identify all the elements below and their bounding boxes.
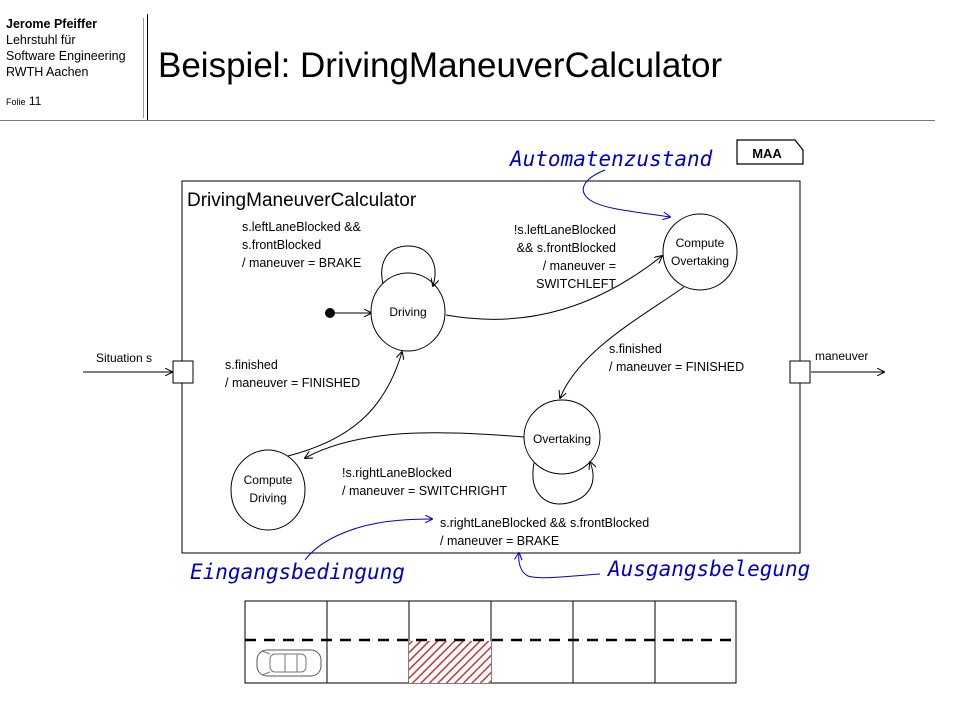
input-port-label: Situation s (96, 351, 152, 365)
author-affiliation-3: RWTH Aachen (6, 65, 89, 79)
transition-finished-right (560, 286, 685, 398)
label-brake-3: / maneuver = BRAKE (242, 256, 361, 270)
maa-tag: MAA (736, 139, 804, 165)
header-underline (0, 120, 935, 121)
label-switchleft-2: && s.frontBlocked (517, 241, 616, 255)
self-loop-brake (381, 245, 435, 286)
label-brake: s.leftLaneBlocked && s.frontBlocked / ma… (242, 220, 361, 270)
maa-tag-label: MAA (752, 146, 782, 161)
annotation-arrow-output (519, 553, 601, 579)
input-port (172, 360, 194, 384)
header-divider-dark (147, 14, 148, 120)
annotation-eingangsbedingung: Eingangsbedingung (190, 560, 405, 584)
state-compute-driving (230, 449, 306, 531)
transition-switchleft (445, 256, 662, 320)
author-affiliation-2: Software Engineering (6, 49, 126, 63)
label-brake-overtaking: s.rightLaneBlocked && s.frontBlocked / m… (440, 516, 649, 548)
author-affiliation-1: Lehrstuhl für (6, 33, 76, 47)
label-brake-1: s.leftLaneBlocked && (242, 220, 361, 234)
page-title: Beispiel: DrivingManeuverCalculator (158, 46, 723, 85)
label-finished-right-1: s.finished (609, 342, 662, 356)
state-compute-overtaking (662, 213, 738, 291)
component-name: DrivingManeuverCalculator (187, 190, 417, 211)
state-driving-label: Driving (389, 305, 426, 319)
state-compute-driving-label-1: Compute (244, 473, 293, 487)
label-finished-left-1: s.finished (225, 358, 278, 372)
state-driving (370, 272, 446, 352)
slide-word: Folie (6, 97, 26, 107)
label-switchright-1: !s.rightLaneBlocked (342, 466, 452, 480)
label-switchright: !s.rightLaneBlocked / maneuver = SWITCHR… (342, 466, 507, 498)
label-switchleft: !s.leftLaneBlocked && s.frontBlocked / m… (514, 223, 617, 291)
car-icon (256, 649, 322, 677)
label-switchleft-4: SWITCHLEFT (536, 277, 616, 291)
header-divider (143, 18, 144, 118)
slide-number-value: 11 (28, 94, 42, 108)
transition-switchright (305, 432, 525, 458)
label-finished-left-2: / maneuver = FINISHED (225, 376, 360, 390)
annotation-automatenzustand: Automatenzustand (508, 147, 713, 171)
road-illustration (244, 600, 737, 684)
label-switchleft-1: !s.leftLaneBlocked (514, 223, 616, 237)
state-compute-driving-label-2: Driving (249, 491, 286, 505)
self-loop-brake-overtaking (532, 462, 593, 505)
annotation-arrow-input (304, 519, 432, 561)
annotation-arrow-state (582, 169, 670, 217)
output-port (789, 360, 811, 384)
label-switchleft-3: / maneuver = (543, 259, 616, 273)
label-brake-overtaking-2: / maneuver = BRAKE (440, 534, 559, 548)
state-overtaking-label: Overtaking (533, 432, 591, 446)
initial-state (325, 308, 335, 318)
blocked-cell (409, 641, 491, 683)
author-name: Jerome Pfeiffer (6, 17, 98, 31)
annotation-ausgangsbelegung: Ausgangsbelegung (606, 557, 810, 581)
output-port-label: maneuver (815, 349, 868, 363)
state-compute-overtaking-label-2: Overtaking (671, 254, 729, 268)
label-switchright-2: / maneuver = SWITCHRIGHT (342, 484, 507, 498)
label-finished-right: s.finished / maneuver = FINISHED (609, 342, 744, 374)
label-brake-overtaking-1: s.rightLaneBlocked && s.frontBlocked (440, 516, 649, 530)
label-brake-2: s.frontBlocked (242, 238, 321, 252)
label-finished-right-2: / maneuver = FINISHED (609, 360, 744, 374)
state-compute-overtaking-label-1: Compute (676, 236, 725, 250)
transition-finished-left (287, 352, 402, 457)
slide-number: Folie 11 (6, 94, 41, 108)
label-finished-left: s.finished / maneuver = FINISHED (225, 358, 360, 390)
